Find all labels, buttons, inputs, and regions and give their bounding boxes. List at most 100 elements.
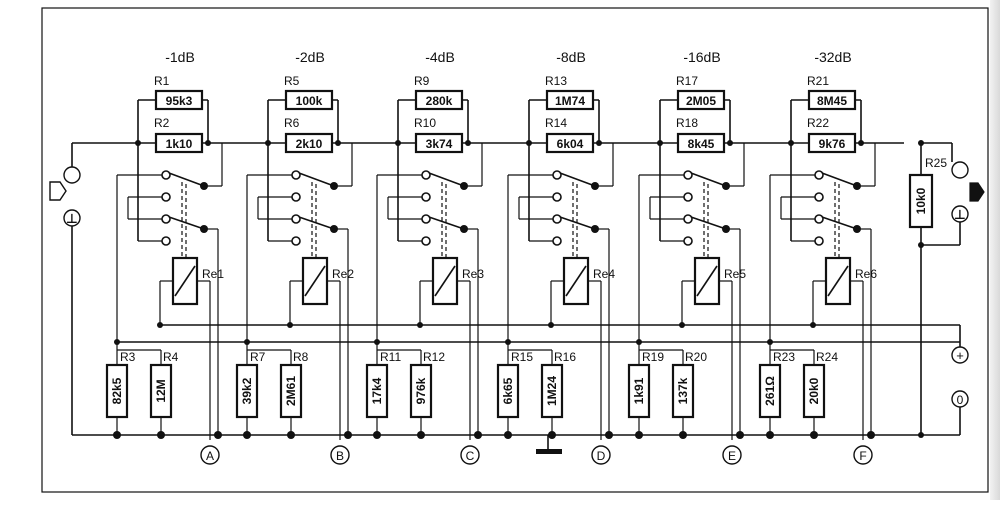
junction <box>636 339 642 345</box>
junction <box>243 431 251 439</box>
relay-arm <box>690 172 727 187</box>
resistor-value: 95k3 <box>166 94 193 108</box>
resistor-value: 1M74 <box>555 94 585 108</box>
relay-contact <box>683 214 693 224</box>
relay-contact <box>552 214 562 224</box>
relay-contact <box>814 214 824 224</box>
resistor-label: R17 <box>676 74 698 88</box>
junction <box>679 431 687 439</box>
resistor-value: 82k5 <box>110 377 124 404</box>
relay-label: Re3 <box>462 267 484 281</box>
stage-label: -8dB <box>556 49 586 65</box>
control-connector-label: E <box>728 449 736 463</box>
relay-contact <box>814 170 824 180</box>
resistor-value: 2M05 <box>686 94 716 108</box>
junction <box>135 140 141 146</box>
resistor-value: 100k <box>296 94 323 108</box>
resistor-body <box>676 132 726 154</box>
resistor-r25-body <box>908 173 934 229</box>
supply-zero-label: 0 <box>957 393 964 407</box>
junction <box>417 431 425 439</box>
resistor-label: R7 <box>250 350 266 364</box>
stage-label: -16dB <box>683 49 720 65</box>
resistor-value: 2k10 <box>296 137 323 151</box>
input-connector: ⊥ <box>49 166 81 227</box>
relay-contact <box>683 192 693 202</box>
control-connector-label: B <box>336 449 344 463</box>
relay-coil-diagonal <box>565 265 587 297</box>
junction <box>344 431 352 439</box>
relay-contact <box>421 192 431 202</box>
stage-label: -2dB <box>295 49 325 65</box>
relay-contact <box>161 236 171 246</box>
relay-contact <box>683 236 693 246</box>
resistor-r25-label: R25 <box>925 156 947 170</box>
supply-plus-label: + <box>956 348 964 363</box>
resistor-label: R3 <box>120 350 136 364</box>
control-connector-label: F <box>859 449 866 463</box>
junction <box>505 339 511 345</box>
resistor-label: R22 <box>807 116 829 130</box>
output-terminal <box>951 161 969 179</box>
control-connector <box>330 445 350 465</box>
control-connector <box>722 445 742 465</box>
junction <box>214 431 222 439</box>
resistor-r25: R25 10k0 <box>908 156 947 229</box>
relay-label: Re2 <box>332 267 354 281</box>
resistor-label: R11 <box>380 350 401 364</box>
relay-contact <box>291 236 301 246</box>
resistor-label: R5 <box>284 74 300 88</box>
resistor-label: R23 <box>773 350 795 364</box>
relay-contact <box>552 236 562 246</box>
resistor-label: R9 <box>414 74 430 88</box>
resistor-body <box>154 132 204 154</box>
relay-contact <box>421 214 431 224</box>
relay-arm <box>298 172 335 187</box>
relay-contact <box>421 170 431 180</box>
relay-coil-diagonal <box>304 265 326 297</box>
resistor-label: R14 <box>545 116 567 130</box>
ground-icon <box>536 449 562 454</box>
resistor-value: 1k91 <box>632 377 646 404</box>
resistor-body <box>414 89 464 111</box>
junction <box>504 431 512 439</box>
resistor-label: R13 <box>545 74 567 88</box>
resistor-value: 17k4 <box>370 377 384 404</box>
resistor-label: R19 <box>642 350 664 364</box>
relay-contact <box>161 214 171 224</box>
resistor-value: 9k76 <box>819 137 846 151</box>
relay-coil-diagonal <box>696 265 718 297</box>
relay-arm <box>821 172 858 187</box>
junction <box>374 339 380 345</box>
input-terminal <box>63 166 81 184</box>
junction <box>205 140 211 146</box>
output-connector: ⊥ <box>951 161 985 223</box>
resistor-label: R1 <box>154 74 170 88</box>
relay-arm <box>168 172 205 187</box>
relay-coil-diagonal <box>434 265 456 297</box>
relay-contact <box>291 192 301 202</box>
junction <box>113 431 121 439</box>
resistor-r25-value: 10k0 <box>914 187 928 214</box>
junction <box>114 339 120 345</box>
control-connector-label: A <box>206 449 214 463</box>
resistor-body <box>545 89 595 111</box>
diagram-frame <box>41 7 989 493</box>
junction <box>287 322 293 328</box>
resistor-value: 976k <box>414 377 428 404</box>
resistor-value: 261Ω <box>763 376 777 406</box>
relay-contact <box>814 236 824 246</box>
junction <box>287 431 295 439</box>
relay-contact <box>291 170 301 180</box>
resistor-value: 1M24 <box>545 376 559 406</box>
control-connector-label: C <box>466 449 475 463</box>
junction <box>373 431 381 439</box>
resistor-value: 20k0 <box>807 377 821 404</box>
junction <box>335 140 341 146</box>
stage-label: -32dB <box>814 49 851 65</box>
